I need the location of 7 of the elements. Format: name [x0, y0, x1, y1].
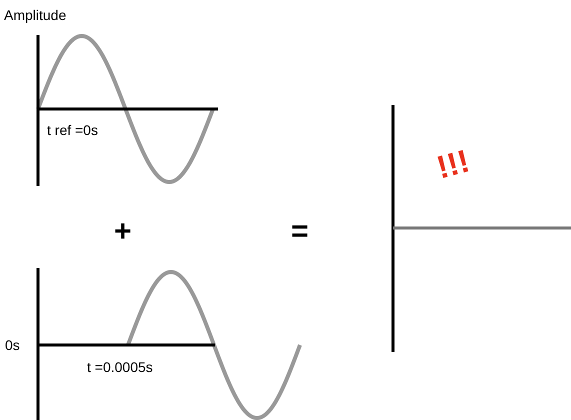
- plus-sign: +: [114, 217, 132, 247]
- time-label: t =0.0005s: [87, 360, 153, 374]
- time-label: t ref =0s: [47, 123, 98, 137]
- equals-sign: =: [291, 217, 309, 247]
- time-label: 0s: [5, 338, 20, 352]
- exclamation-text: !!!: [433, 144, 473, 184]
- axis-title: Amplitude: [4, 8, 66, 22]
